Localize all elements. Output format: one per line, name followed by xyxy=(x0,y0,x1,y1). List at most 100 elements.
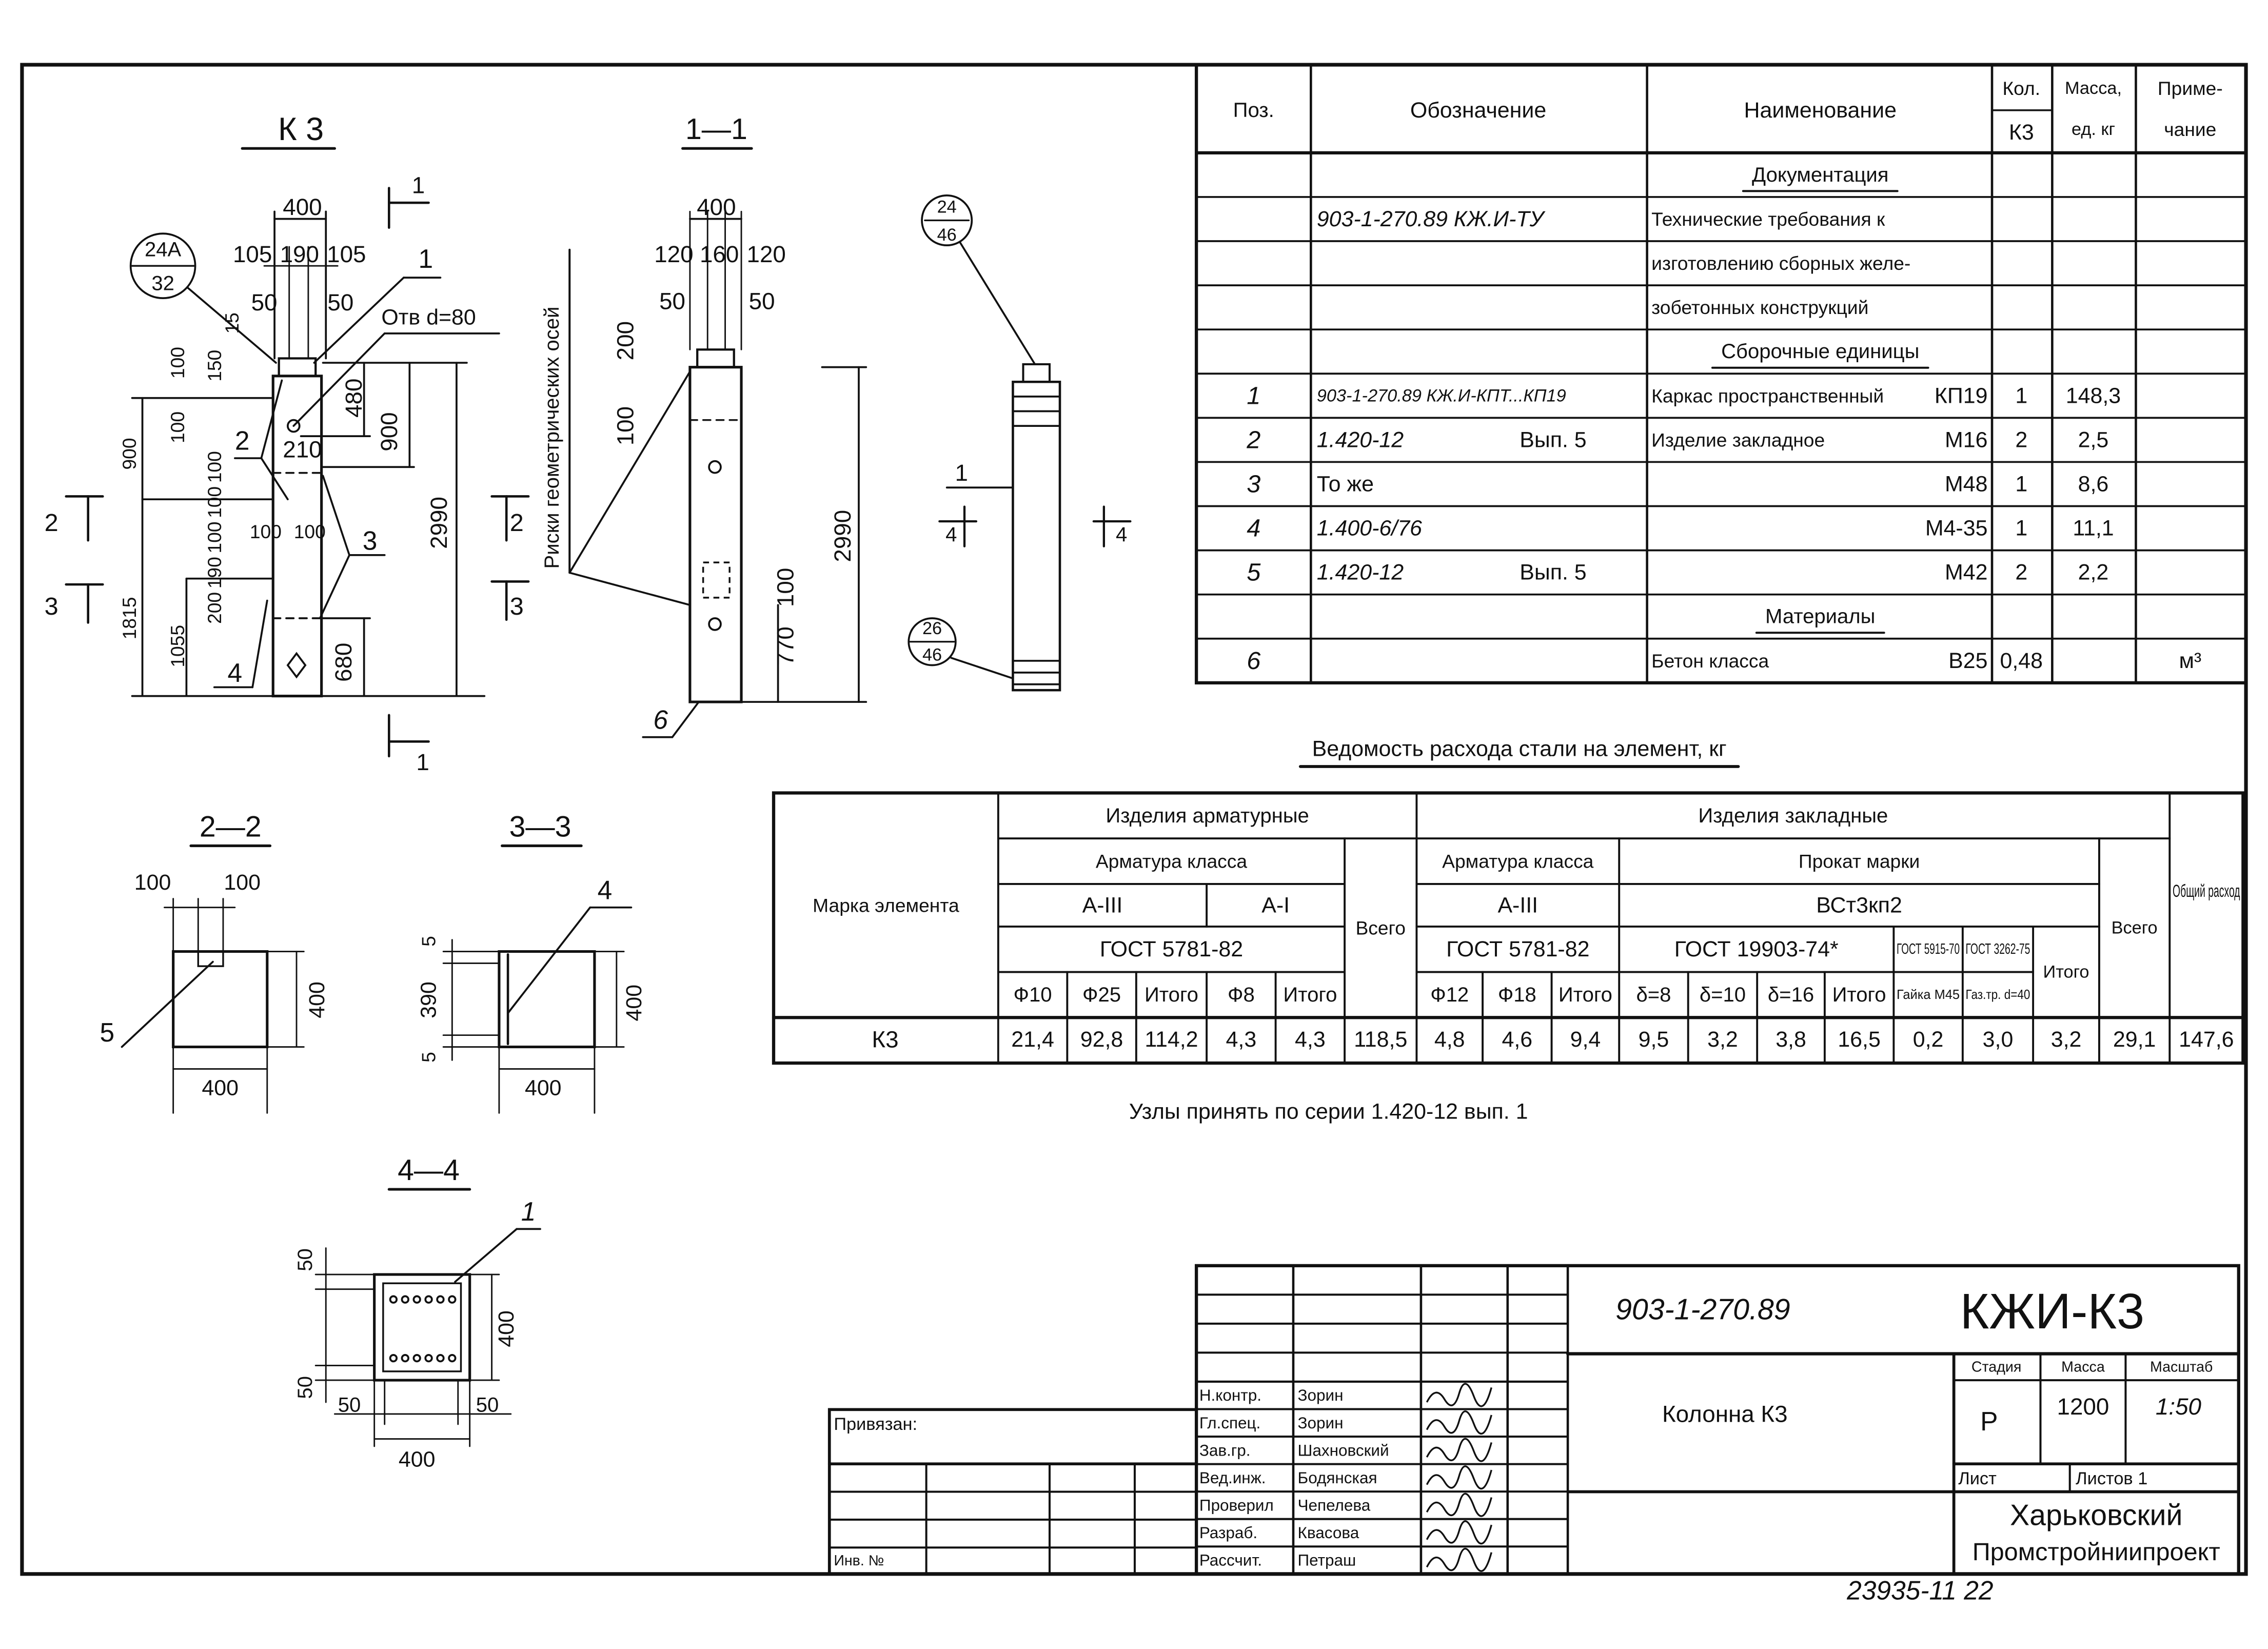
dimension-label: 200 xyxy=(204,592,225,624)
section-mark-4: 4 xyxy=(945,523,957,546)
steel-value: 0,2 xyxy=(1913,1027,1944,1052)
dimension-label: 100 xyxy=(294,521,326,542)
spec-designation: 903-1-270.89 КЖ.И-ТУ xyxy=(1317,207,1546,231)
spec-header-mass: Масса, xyxy=(2065,78,2122,98)
signature-name: Зорин xyxy=(1298,1386,1344,1404)
nodes-note: Узлы принять по серии 1.420-12 вып. 1 xyxy=(1129,1099,1528,1124)
dimension-label: 400 xyxy=(494,1310,519,1347)
handwritten-signature xyxy=(1426,1520,1492,1545)
rebar-icon xyxy=(424,1295,433,1304)
position-label: 1 xyxy=(521,1196,536,1226)
dimension-label: 2990 xyxy=(426,497,452,549)
dimension-label: 105 xyxy=(233,241,272,267)
dimension-label: 400 xyxy=(305,981,329,1018)
scale-value: 1:50 xyxy=(2156,1393,2202,1420)
dimension-label: 100 xyxy=(134,870,171,895)
line xyxy=(507,906,591,1014)
steel-value: 3,2 xyxy=(1707,1027,1738,1052)
steel-header: Арматура класса xyxy=(1096,851,1247,872)
organization-line2: Промстройниипроект xyxy=(1973,1538,2220,1566)
callout-bottom: 32 xyxy=(151,272,174,295)
dimension-label: 2990 xyxy=(830,510,856,562)
steel-subcol: Ф25 xyxy=(1082,984,1121,1006)
rebar-icon xyxy=(448,1353,457,1363)
spec-header-name: Наименование xyxy=(1744,98,1897,123)
spec-name: Каркас пространственный xyxy=(1651,385,1884,406)
handwritten-signature xyxy=(1426,1438,1492,1462)
hole-icon xyxy=(708,617,722,631)
steel-header: Всего xyxy=(2112,918,2158,938)
signature-role: Гл.спец. xyxy=(1199,1414,1260,1432)
dimension-label: 190 xyxy=(280,241,319,267)
signature-role: Зав.гр. xyxy=(1199,1441,1251,1459)
spec-mark: В25 xyxy=(1948,649,1987,673)
spec-qty: 1 xyxy=(2015,383,2027,408)
callout-circle xyxy=(921,194,973,247)
dimension-label: 50 xyxy=(294,1248,317,1271)
hole-label: Отв d=80 xyxy=(381,305,476,329)
spec-pos: 6 xyxy=(1247,647,1261,675)
steel-subcol: δ=16 xyxy=(1768,984,1814,1006)
position-label: 2 xyxy=(235,426,250,456)
steel-subcol: Итого xyxy=(1559,984,1612,1006)
position-label: 1 xyxy=(955,460,968,486)
dimension-label: 1815 xyxy=(119,597,140,640)
line xyxy=(454,1228,518,1283)
line xyxy=(568,572,691,606)
linked-label: Привязан: xyxy=(834,1415,917,1434)
spec-mass: 2,2 xyxy=(2078,560,2109,585)
section-outline xyxy=(373,1273,471,1382)
spec-designation: 1.420-12 xyxy=(1317,560,1404,585)
steel-header-total: Общий расход xyxy=(2173,881,2240,901)
signature-role: Проверил xyxy=(1199,1496,1274,1514)
dimension-label: 100 xyxy=(772,568,798,607)
signature-name: Квасова xyxy=(1298,1524,1359,1542)
spec-header-pos: Поз. xyxy=(1233,99,1274,122)
archive-number: 23935-11 22 xyxy=(1846,1575,1993,1605)
line xyxy=(959,241,1036,365)
steel-value: 3,8 xyxy=(1776,1027,1806,1052)
steel-subcol: Ф18 xyxy=(1498,984,1536,1006)
view-title-3-3: 3—3 xyxy=(509,810,571,843)
sheet-label: Лист xyxy=(1958,1469,1997,1488)
spec-name: Технические требования к xyxy=(1651,208,1885,230)
steel-value: 9,5 xyxy=(1639,1027,1669,1052)
rebar-icon xyxy=(436,1295,445,1304)
steel-value: 21,4 xyxy=(1011,1027,1054,1052)
mass-value: 1200 xyxy=(2057,1393,2109,1420)
position-label: 3 xyxy=(363,525,378,555)
dimension-label: 200 xyxy=(612,321,638,360)
dimension-label: 770 xyxy=(772,626,798,665)
dimension-label: 50 xyxy=(749,288,775,314)
steel-value: 147,6 xyxy=(2179,1027,2234,1052)
dimension-label: 680 xyxy=(330,643,357,682)
spec-designation-extra: Вып. 5 xyxy=(1520,560,1586,585)
line xyxy=(313,277,405,364)
callout-bottom: 46 xyxy=(937,225,957,245)
column-head xyxy=(1022,363,1051,383)
rebar-icon xyxy=(389,1353,398,1363)
spec-pos: 3 xyxy=(1247,470,1260,498)
spec-mark: КП19 xyxy=(1935,383,1988,408)
sheets-count: Листов 1 xyxy=(2076,1469,2147,1488)
stage-label: Стадия xyxy=(1971,1359,2022,1375)
mass-label: Масса xyxy=(2061,1359,2105,1375)
dimension-label: 210 xyxy=(283,436,322,462)
dimension-label: 50 xyxy=(659,288,685,314)
dimension-label: 480 xyxy=(341,379,367,418)
signature-name: Чепелева xyxy=(1298,1496,1371,1514)
spec-mark: М16 xyxy=(1945,427,1987,452)
spec-header-note: Приме- xyxy=(2158,77,2223,99)
spec-mark: М48 xyxy=(1945,472,1987,496)
line xyxy=(568,370,691,574)
spec-mark: М4-35 xyxy=(1925,516,1988,541)
dimension-label: 100 xyxy=(204,486,225,518)
spec-mass: 8,6 xyxy=(2078,472,2109,496)
handwritten-signature xyxy=(1426,1465,1492,1490)
rebar-icon xyxy=(412,1295,421,1304)
spec-note: м³ xyxy=(2179,649,2201,673)
signature-name: Шахновский xyxy=(1298,1441,1389,1459)
steel-header: ГОСТ 5781-82 xyxy=(1446,937,1589,961)
callout-circle xyxy=(129,232,196,300)
